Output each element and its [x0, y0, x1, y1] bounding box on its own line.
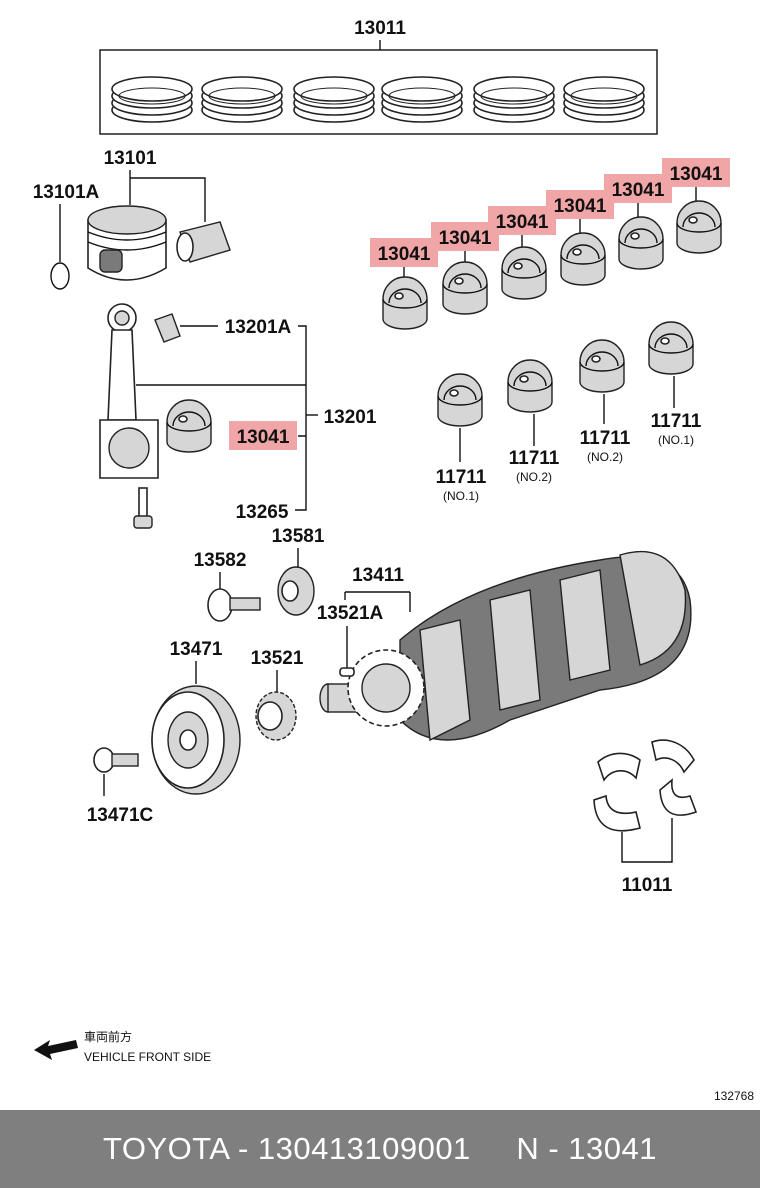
- part-footer-bar: TOYOTA - 130413109001 N - 13041: [0, 1110, 760, 1188]
- note-main-bearing-2: (NO.2): [516, 470, 552, 484]
- crank-key-icon: [339, 667, 355, 677]
- note-main-bearing-4: (NO.1): [658, 433, 694, 447]
- label-bearing-2: 13041: [439, 228, 492, 249]
- sprocket-icon: [255, 691, 297, 741]
- direction-japanese: 車両前方: [84, 1029, 132, 1044]
- label-piston: 13101: [104, 148, 157, 169]
- part-number-text: TOYOTA - 130413109001 N - 13041: [102, 1131, 658, 1166]
- note-main-bearing-3: (NO.2): [587, 450, 623, 464]
- label-main-bearing-1: 11711: [436, 467, 487, 488]
- label-bearing-3: 13041: [496, 212, 549, 233]
- label-thrust-washer: 11011: [622, 875, 673, 896]
- label-main-bearing-2: 11711: [509, 448, 560, 469]
- label-piston-ring-set: 13011: [354, 18, 406, 39]
- pulley-bolt-icon: [93, 747, 139, 773]
- label-bearing-6: 13041: [670, 164, 723, 185]
- label-bearing-1: 13041: [378, 244, 431, 265]
- conrod-bearing-icon: [166, 399, 212, 453]
- front-direction-arrow-icon: [34, 1040, 78, 1060]
- label-bearing-5: 13041: [612, 180, 665, 201]
- label-plate-bolt: 13582: [194, 550, 247, 571]
- upper-bearing-labels: 13041 13041 13041 13041 13041 13041: [378, 164, 723, 265]
- conrod-bushing-icon: [154, 313, 181, 343]
- piston-icon: [87, 205, 167, 281]
- direction-english: VEHICLE FRONT SIDE: [84, 1050, 211, 1064]
- label-conrod-assy: 13201: [324, 407, 377, 428]
- note-main-bearing-1: (NO.1): [443, 489, 479, 503]
- diagram-id: 132768: [714, 1089, 754, 1103]
- upper-bearing-icons: [382, 187, 722, 330]
- crank-sprocket-gear-icon: [347, 649, 425, 727]
- upper-bearings-highlight-group: [370, 158, 730, 267]
- ring-set-frame: [99, 49, 658, 135]
- piston-pin-icon: [176, 221, 231, 263]
- highlight-conrod-bearing: [229, 421, 297, 450]
- connecting-rod-icon: [99, 303, 159, 479]
- crank-pulley-icon: [151, 685, 241, 795]
- label-snap-ring: 13101A: [33, 182, 100, 203]
- crankshaft-icon: [319, 550, 692, 742]
- label-pulley-bolt: 13471C: [87, 805, 154, 826]
- label-crankshaft: 13411: [352, 565, 404, 586]
- label-crank-key: 13521A: [317, 603, 384, 624]
- thrust-washer-icons: [593, 739, 698, 832]
- label-main-bearing-3: 11711: [580, 428, 631, 449]
- label-crank-plate: 13581: [272, 526, 325, 547]
- conrod-bolt-icon: [133, 487, 153, 529]
- label-sprocket: 13521: [251, 648, 304, 669]
- exploded-view-svg: 13011 13101 13101A 13201A 13201: [33, 18, 755, 1103]
- label-bearing-4: 13041: [554, 196, 607, 217]
- label-main-bearing-4: 11711: [651, 411, 702, 432]
- label-pulley: 13471: [170, 639, 223, 660]
- snap-ring-icon: [50, 262, 70, 290]
- label-conrod-bearing: 13041: [237, 427, 290, 448]
- crank-plate-icon: [277, 566, 315, 616]
- plate-bolt-icon: [207, 588, 261, 622]
- label-conrod-bushing: 13201A: [225, 317, 292, 338]
- label-conrod-bolt: 13265: [236, 502, 289, 523]
- parts-diagram: 13011 13101 13101A 13201A 13201: [33, 18, 755, 1103]
